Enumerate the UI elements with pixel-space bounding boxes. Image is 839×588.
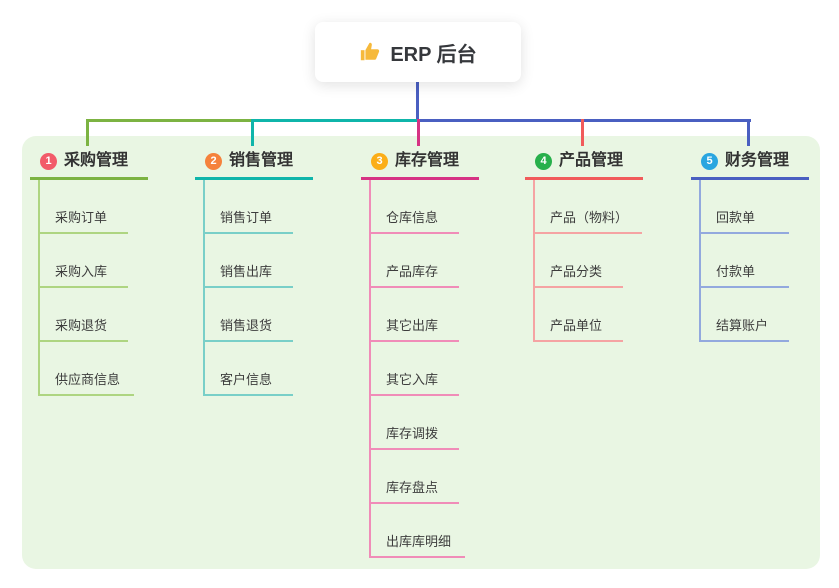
branch-number-badge: 3 <box>371 152 388 170</box>
mindmap-panel <box>22 136 820 569</box>
branch-title-node[interactable]: 1 采购管理 <box>30 148 148 180</box>
branch-title-label: 产品管理 <box>559 152 624 169</box>
branch-title-node[interactable]: 3 库存管理 <box>361 148 479 180</box>
bus-segment-teal <box>252 119 418 122</box>
branch-children: 产品（物料）产品分类产品单位 <box>533 180 643 342</box>
child-node[interactable]: 付款单 <box>701 234 789 288</box>
branch: 4 产品管理 产品（物料）产品分类产品单位 <box>525 148 643 342</box>
branch-drop-line <box>251 119 254 146</box>
child-node[interactable]: 销售退货 <box>205 288 293 342</box>
child-node[interactable]: 其它入库 <box>371 342 459 396</box>
child-node[interactable]: 回款单 <box>701 180 789 234</box>
branch-drop-line <box>581 119 584 146</box>
branch: 2 销售管理 销售订单销售出库销售退货客户信息 <box>195 148 313 396</box>
branch-title-label: 库存管理 <box>395 152 460 169</box>
child-node[interactable]: 产品（物料） <box>535 180 643 234</box>
branch-number-badge: 4 <box>535 152 552 170</box>
child-node[interactable]: 出库库明细 <box>371 504 466 558</box>
child-node[interactable]: 库存盘点 <box>371 450 459 504</box>
branch: 3 库存管理 仓库信息产品库存其它出库其它入库库存调拨库存盘点出库库明细 <box>361 148 479 558</box>
branch-title-label: 销售管理 <box>229 152 294 169</box>
child-node[interactable]: 库存调拨 <box>371 396 459 450</box>
branch-number-badge: 1 <box>40 152 57 170</box>
bus-segment-green <box>87 119 252 122</box>
branch-drop-line <box>747 119 750 146</box>
child-node[interactable]: 其它出库 <box>371 288 459 342</box>
child-node[interactable]: 销售订单 <box>205 180 293 234</box>
thumbs-up-icon <box>359 41 381 63</box>
branch-drop-line <box>86 119 89 146</box>
trunk-vertical-line <box>416 82 419 122</box>
root-node-label: ERP 后台 <box>390 43 477 66</box>
child-node[interactable]: 采购退货 <box>40 288 128 342</box>
branch-children: 仓库信息产品库存其它出库其它入库库存调拨库存盘点出库库明细 <box>369 180 466 558</box>
child-node[interactable]: 采购订单 <box>40 180 128 234</box>
bus-segment-blue <box>418 119 751 122</box>
root-node[interactable]: ERP 后台 <box>315 22 521 82</box>
branch-drop-line <box>417 119 420 146</box>
child-node[interactable]: 结算账户 <box>701 288 789 342</box>
child-node[interactable]: 产品分类 <box>535 234 623 288</box>
child-node[interactable]: 仓库信息 <box>371 180 459 234</box>
branch-title-node[interactable]: 2 销售管理 <box>195 148 313 180</box>
branch-number-badge: 5 <box>701 152 718 170</box>
branch-children: 回款单付款单结算账户 <box>699 180 789 342</box>
branch-children: 销售订单销售出库销售退货客户信息 <box>203 180 293 396</box>
branch-title-label: 财务管理 <box>725 152 790 169</box>
child-node[interactable]: 采购入库 <box>40 234 128 288</box>
branch: 1 采购管理 采购订单采购入库采购退货供应商信息 <box>30 148 148 396</box>
child-node[interactable]: 供应商信息 <box>40 342 135 396</box>
branch-number-badge: 2 <box>205 152 222 170</box>
branch-children: 采购订单采购入库采购退货供应商信息 <box>38 180 135 396</box>
branch-title-node[interactable]: 4 产品管理 <box>525 148 643 180</box>
branch: 5 财务管理 回款单付款单结算账户 <box>691 148 809 342</box>
child-node[interactable]: 客户信息 <box>205 342 293 396</box>
branch-title-node[interactable]: 5 财务管理 <box>691 148 809 180</box>
child-node[interactable]: 产品单位 <box>535 288 623 342</box>
child-node[interactable]: 产品库存 <box>371 234 459 288</box>
branch-title-label: 采购管理 <box>64 152 129 169</box>
child-node[interactable]: 销售出库 <box>205 234 293 288</box>
